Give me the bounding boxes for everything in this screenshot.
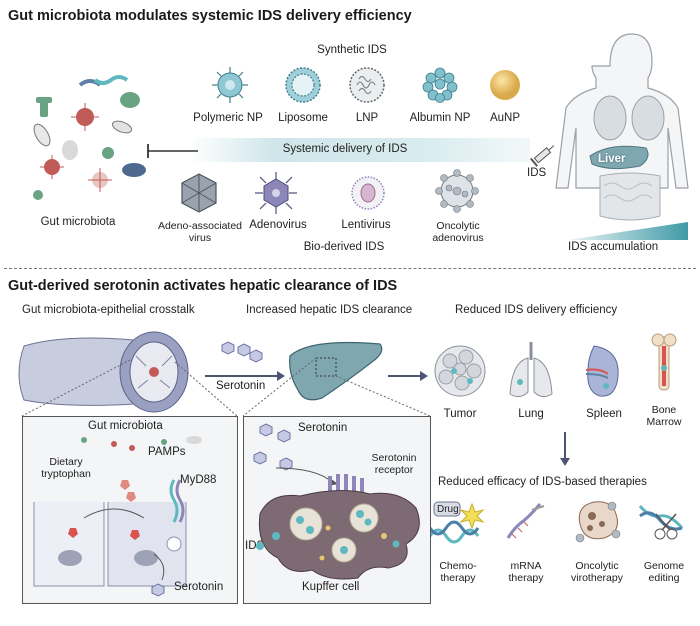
lentivirus-icon xyxy=(351,176,385,210)
panel2-serotonin: Serotonin xyxy=(298,422,348,434)
synthetic-ids-header: Synthetic IDS xyxy=(317,44,387,56)
down-arrow xyxy=(560,432,570,466)
therapy-0: Chemo-therapy xyxy=(439,560,477,584)
lung-icon xyxy=(509,342,553,398)
therapy-2: Oncolytic virotherapy xyxy=(571,560,623,584)
bio-item-1: Adenovirus xyxy=(249,219,307,231)
organ-0: Tumor xyxy=(443,408,477,420)
serotonin-molecules-top xyxy=(221,341,263,363)
human-body-illustration xyxy=(555,33,689,221)
efficacy-header: Reduced efficacy of IDS-based therapies xyxy=(438,476,647,488)
tumor-icon xyxy=(434,345,486,397)
col1-header: Gut microbiota-epithelial crosstalk xyxy=(22,304,195,316)
liver-illustration xyxy=(289,341,383,401)
albumin-np-icon xyxy=(422,67,458,103)
panel1-gut-microbiota: Gut microbiota xyxy=(88,420,163,432)
ids-injection-label: IDS xyxy=(527,167,547,179)
col2-header: Increased hepatic IDS clearance xyxy=(246,304,413,316)
bio-derived-ids-header: Bio-derived IDS xyxy=(303,241,385,253)
gut-microbiota-label: Gut microbiota xyxy=(40,216,116,228)
syringe-icon xyxy=(530,145,555,167)
synthetic-item-2: LNP xyxy=(355,112,379,124)
panel1-dietary-tryptophan: Dietary tryptophan xyxy=(41,456,91,480)
polymeric-np-icon xyxy=(212,67,248,103)
therapy-1: mRNA therapy xyxy=(508,560,544,584)
synthetic-item-1: Liposome xyxy=(278,112,328,124)
bio-item-3: Oncolytic adenovirus xyxy=(432,220,484,244)
bio-item-2: Lentivirus xyxy=(341,219,391,231)
panel2-kupffer-cell: Kupffer cell xyxy=(302,581,360,593)
panel1-myd88: MyD88 xyxy=(180,474,217,486)
oncolytic-adenovirus-icon xyxy=(435,169,479,213)
bottom-title: Gut-derived serotonin activates hepatic … xyxy=(8,278,398,294)
liver-label: Liver xyxy=(598,153,626,165)
panel1-serotonin: Serotonin xyxy=(174,581,224,593)
ids-accumulation-wedge xyxy=(568,222,688,240)
oncolytic-virotherapy-icon xyxy=(575,501,621,543)
systemic-delivery-label: Systemic delivery of IDS xyxy=(282,143,408,155)
lnp-icon xyxy=(349,67,385,103)
liposome-icon xyxy=(285,67,321,103)
spleen-icon xyxy=(585,345,619,397)
serotonin-arrow-label: Serotonin xyxy=(216,380,266,392)
adenovirus-icon xyxy=(255,172,297,214)
organ-1: Lung xyxy=(518,408,544,420)
drug-label: Drug xyxy=(437,504,459,515)
systemic-delivery-bar xyxy=(190,138,530,162)
synthetic-item-4: AuNP xyxy=(489,112,521,124)
chemotherapy-icon xyxy=(428,501,485,544)
liver-to-organs-arrow xyxy=(388,371,428,381)
inhibition-arrow xyxy=(147,144,198,158)
ids-accumulation-label: IDS accumulation xyxy=(568,241,659,253)
organ-2: Spleen xyxy=(586,408,622,420)
section-divider xyxy=(4,268,696,269)
intestine-illustration xyxy=(18,331,189,413)
panel1-pamps: PAMPs xyxy=(148,446,186,458)
synthetic-item-3: Albumin NP xyxy=(409,112,471,124)
synthetic-item-0: Polymeric NP xyxy=(193,112,263,124)
therapy-3: Genome editing xyxy=(643,560,685,584)
mrna-icon xyxy=(506,503,545,539)
panel1-illustration xyxy=(33,436,202,597)
bio-item-0: Adeno-associated virus xyxy=(157,220,243,244)
kupffer-cell-illustration xyxy=(253,423,420,580)
col3-header: Reduced IDS delivery efficiency xyxy=(455,304,618,316)
genome-editing-icon xyxy=(638,505,684,540)
serotonin-arrow xyxy=(205,371,285,381)
aav-icon xyxy=(181,173,217,213)
top-title: Gut microbiota modulates systemic IDS de… xyxy=(8,8,412,24)
panel2-serotonin-receptor: Serotonin receptor xyxy=(371,452,417,476)
bone-marrow-icon xyxy=(651,333,677,391)
organ-3: Bone Marrow xyxy=(646,404,682,428)
aunp-icon xyxy=(490,70,520,100)
gut-microbiota-illustration xyxy=(33,75,146,200)
